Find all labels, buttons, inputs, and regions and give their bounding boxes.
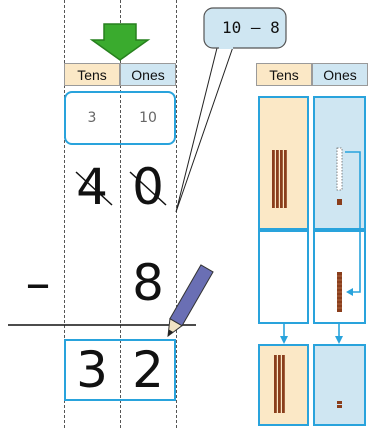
column-guide-middle (120, 0, 121, 428)
minuend-tens-digit: 4 (76, 158, 108, 216)
callout-text: 10 – 8 (222, 18, 280, 37)
subtrahend-ones-digit: 8 (132, 254, 164, 312)
unit-cubes-result (337, 401, 342, 408)
unit-cube-icon (337, 199, 342, 205)
callout-bubble (175, 7, 287, 213)
result-tens-digit: 3 (76, 341, 108, 399)
board-header-ones: Ones (312, 63, 368, 86)
strike-ones-line (129, 171, 167, 206)
result-ones-digit: 2 (132, 341, 164, 399)
move-arrow-line (345, 151, 361, 293)
minus-sign: – (25, 254, 51, 312)
regroup-box (64, 91, 176, 145)
header-tens: Tens (64, 63, 120, 86)
move-arrow-head (346, 288, 353, 296)
pencil-icon (167, 264, 214, 338)
header-ones: Ones (120, 63, 176, 86)
down-arrow-ones-head (335, 336, 343, 344)
minuend-ones-digit: 0 (132, 158, 164, 216)
column-guide-left (64, 0, 65, 428)
ten-rods-result (274, 355, 285, 413)
column-guide-right (176, 0, 177, 428)
ten-unit-cubes (337, 272, 342, 312)
board-header-tens: Tens (256, 63, 312, 86)
regroup-tens-digit: 3 (87, 110, 97, 126)
strike-tens-line (75, 171, 113, 206)
down-arrow-tens-head (280, 336, 288, 344)
regroup-ones-digit: 10 (139, 110, 157, 126)
ten-rods-top (272, 150, 287, 208)
unbundled-ten-rod (336, 147, 343, 191)
down-arrow-icon (89, 23, 151, 61)
result-box (64, 339, 176, 401)
